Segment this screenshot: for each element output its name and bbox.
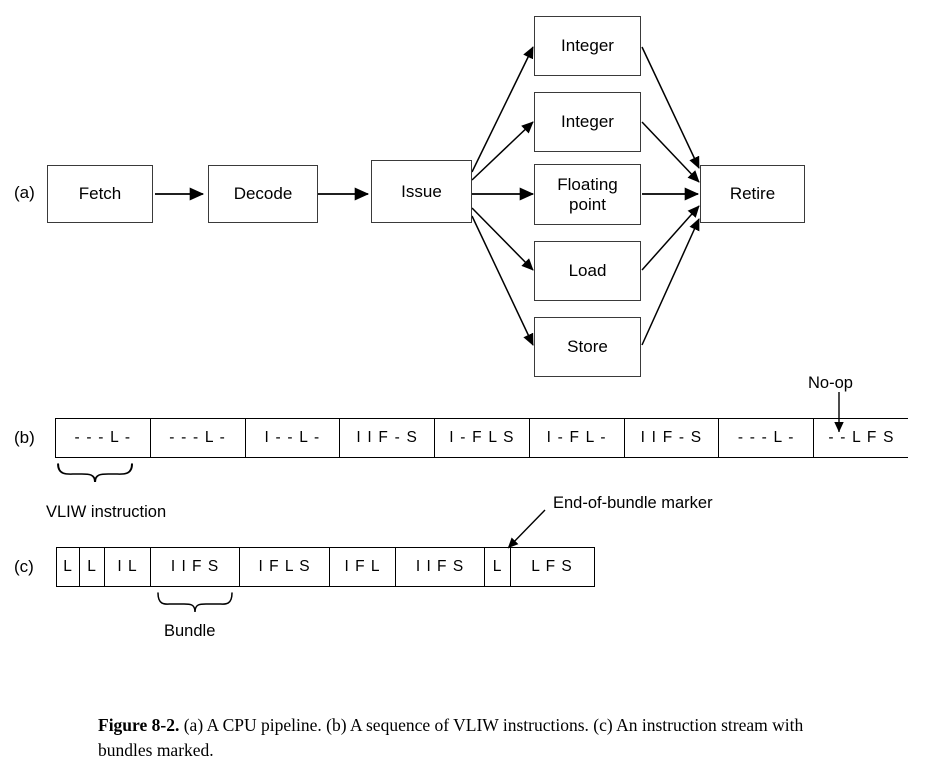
figure-caption: Figure 8-2. (a) A CPU pipeline. (b) A se… xyxy=(98,713,826,763)
arrow-load-to-retire xyxy=(641,205,700,271)
functional-unit-integer-1[interactable]: Integer xyxy=(534,16,641,76)
vliw-instruction-cell[interactable]: - - - L - xyxy=(719,419,815,457)
pipeline-stage-decode[interactable]: Decode xyxy=(208,165,318,223)
arrow-issue-to-store xyxy=(471,215,534,346)
noop-annotation-label: No-op xyxy=(808,374,853,392)
arrow-store-to-retire xyxy=(641,218,700,346)
arrow-issue-to-load xyxy=(471,207,534,271)
stream-cell[interactable]: L F S xyxy=(511,548,593,586)
vliw-instruction-cell[interactable]: I I F - S xyxy=(340,419,436,457)
pipeline-stage-issue[interactable]: Issue xyxy=(371,160,472,223)
figure-number: Figure 8-2. xyxy=(98,715,180,735)
panel-b-row-label: (b) xyxy=(14,428,35,447)
stream-cell[interactable]: I I F S xyxy=(151,548,240,586)
vliw-instruction-cell[interactable]: I - F L S xyxy=(435,419,530,457)
stream-cell[interactable]: I F L S xyxy=(240,548,330,586)
vliw-instruction-cell[interactable]: I - - L - xyxy=(245,419,341,457)
vliw-instruction-sequence: - - - L - - - - L - I - - L - I I F - S … xyxy=(55,418,909,458)
functional-unit-floating-point[interactable]: Floating point xyxy=(534,164,641,225)
vliw-instruction-cell[interactable]: I - F L - xyxy=(529,419,625,457)
end-of-bundle-marker-label: End-of-bundle marker xyxy=(553,494,713,512)
functional-unit-store[interactable]: Store xyxy=(534,317,641,377)
stream-cell[interactable]: I I F S xyxy=(396,548,485,586)
functional-unit-load[interactable]: Load xyxy=(534,241,641,301)
vliw-instruction-cell[interactable]: - - - L - xyxy=(56,419,151,457)
pipeline-stage-fetch[interactable]: Fetch xyxy=(47,165,153,223)
vliw-instruction-cell[interactable]: - - - L - xyxy=(150,419,246,457)
functional-unit-integer-2[interactable]: Integer xyxy=(534,92,641,152)
arrow-issue-to-integer-2 xyxy=(471,121,534,181)
pipeline-stage-retire[interactable]: Retire xyxy=(700,165,805,223)
stream-cell[interactable]: I L xyxy=(105,548,151,586)
instruction-stream-sequence: L L I L I I F S I F L S I F L I I F S L … xyxy=(56,547,595,587)
stream-cell[interactable]: I F L xyxy=(330,548,396,586)
panel-a-row-label: (a) xyxy=(14,183,35,202)
vliw-instruction-cell[interactable]: - - L F S xyxy=(814,419,909,457)
stream-cell[interactable]: L xyxy=(485,548,511,586)
arrow-integer-1-to-retire xyxy=(641,46,700,169)
bundle-brace-label: Bundle xyxy=(164,622,216,640)
vliw-instruction-brace-label: VLIW instruction xyxy=(46,503,167,521)
vliw-instruction-cell[interactable]: I I F - S xyxy=(624,419,720,457)
arrow-integer-2-to-retire xyxy=(641,121,700,183)
panel-c-row-label: (c) xyxy=(14,557,34,576)
figure-caption-text: (a) A CPU pipeline. (b) A sequence of VL… xyxy=(98,715,804,760)
stream-cell[interactable]: L xyxy=(80,548,105,586)
stream-cell[interactable]: L xyxy=(57,548,80,586)
arrow-issue-to-integer-1 xyxy=(471,46,534,173)
